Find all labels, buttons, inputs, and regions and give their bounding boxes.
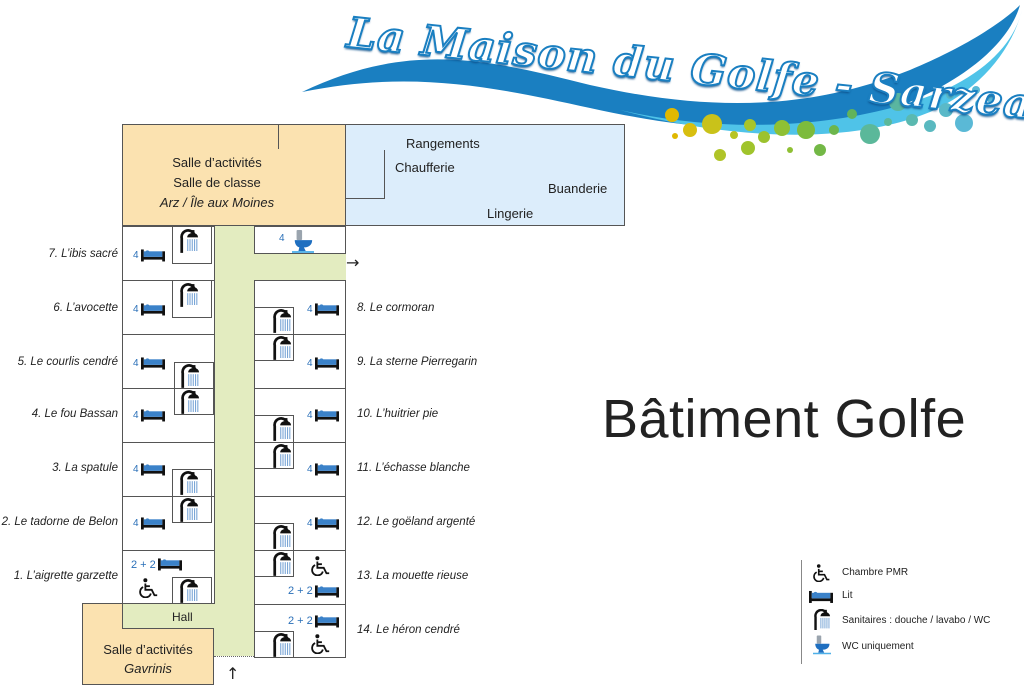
wheelchair-icon bbox=[813, 564, 831, 582]
shower-icon bbox=[813, 609, 831, 630]
bed-icon bbox=[141, 248, 165, 262]
bed-icon bbox=[141, 356, 165, 370]
activity-room-line1: Salle d’activités bbox=[172, 155, 262, 170]
room-14-name: 14. Le héron cendré bbox=[357, 624, 460, 636]
wall-segment bbox=[278, 124, 279, 149]
shower-icon bbox=[180, 364, 200, 388]
technical-area bbox=[345, 124, 625, 226]
logo-wave-graphic bbox=[302, 5, 1022, 161]
shower-icon bbox=[272, 525, 292, 549]
room-13-name: 13. La mouette rieuse bbox=[357, 570, 469, 582]
room-2-beds: 4 bbox=[133, 518, 139, 529]
shower-icon bbox=[272, 633, 292, 657]
legend-divider bbox=[801, 560, 802, 664]
wc-count: 4 bbox=[279, 233, 285, 244]
room-11-name: 11. L’échasse blanche bbox=[357, 462, 470, 474]
room-14-beds: 2 + 2 bbox=[288, 615, 313, 627]
activity-room-arz bbox=[122, 124, 346, 226]
room-4-beds: 4 bbox=[133, 410, 139, 421]
building-title: Bâtiment Golfe bbox=[602, 389, 967, 449]
shower-icon bbox=[272, 336, 292, 360]
bed-icon bbox=[141, 516, 165, 530]
bed-icon bbox=[158, 557, 182, 571]
shower-icon bbox=[272, 309, 292, 333]
label-buanderie: Buanderie bbox=[548, 181, 608, 196]
shower-icon bbox=[272, 552, 292, 576]
legend-label-wc: WC uniquement bbox=[842, 641, 914, 652]
room-7-name: 7. L’ibis sacré bbox=[48, 248, 118, 260]
activity-room-line3: Arz / Île aux Moines bbox=[159, 195, 275, 210]
legend-label-bed: Lit bbox=[842, 590, 853, 601]
room-4-name: 4. Le fou Bassan bbox=[31, 408, 118, 420]
bed-icon bbox=[141, 462, 165, 476]
wheelchair-icon bbox=[139, 578, 159, 598]
room-10-beds: 4 bbox=[307, 410, 313, 421]
wall-segment bbox=[345, 198, 385, 199]
bed-icon bbox=[315, 408, 339, 422]
room-3-name: 3. La spatule bbox=[52, 462, 118, 474]
room-1-name: 1. L’aigrette garzette bbox=[13, 570, 118, 582]
corridor-exit-branch bbox=[254, 253, 346, 280]
label-rangements: Rangements bbox=[406, 136, 480, 151]
shower-icon bbox=[179, 283, 199, 307]
shower-icon bbox=[179, 498, 199, 522]
wall-segment bbox=[384, 150, 385, 199]
room-12-beds: 4 bbox=[307, 518, 313, 529]
gavrinis-line2: Gavrinis bbox=[124, 661, 172, 676]
wheelchair-icon bbox=[311, 634, 331, 654]
room-13-beds: 2 + 2 bbox=[288, 585, 313, 597]
shower-icon bbox=[180, 390, 200, 414]
shower-icon bbox=[179, 471, 199, 495]
hall-overlay bbox=[122, 603, 214, 629]
room-7-beds: 4 bbox=[133, 250, 139, 261]
legend-label-sanitaires: Sanitaires : douche / lavabo / WC bbox=[842, 615, 991, 626]
toilet-icon bbox=[292, 229, 314, 253]
room-5-name: 5. Le courlis cendré bbox=[17, 356, 118, 368]
entrance-threshold bbox=[214, 656, 254, 657]
bed-icon bbox=[315, 584, 339, 598]
decorative-dots bbox=[665, 86, 999, 161]
corridor bbox=[214, 226, 254, 656]
room-11-beds: 4 bbox=[307, 464, 313, 475]
exit-arrow-right-icon: → bbox=[346, 253, 360, 272]
room-6-beds: 4 bbox=[133, 304, 139, 315]
room-9-name: 9. La sterne Pierregarin bbox=[357, 356, 478, 368]
room-8-beds: 4 bbox=[307, 304, 313, 315]
room-9-beds: 4 bbox=[307, 358, 313, 369]
room-5-beds: 4 bbox=[133, 358, 139, 369]
room-6-name: 6. L’avocette bbox=[53, 302, 118, 314]
shower-icon bbox=[272, 417, 292, 441]
room-1-beds: 2 + 2 bbox=[131, 559, 156, 571]
shower-icon bbox=[179, 579, 199, 603]
activity-room-line2: Salle de classe bbox=[173, 175, 261, 190]
bed-icon bbox=[315, 356, 339, 370]
room-3-beds: 4 bbox=[133, 464, 139, 475]
shower-icon bbox=[179, 229, 199, 253]
bed-icon bbox=[315, 302, 339, 316]
room-10-name: 10. L’huitrier pie bbox=[357, 408, 439, 420]
bed-icon bbox=[809, 590, 833, 603]
logo: La Maison du Golfe - Sarzeau bbox=[290, 0, 1024, 170]
shower-icon bbox=[272, 444, 292, 468]
bed-icon bbox=[141, 302, 165, 316]
legend: Chambre PMR Lit Sanitaires : douche / la… bbox=[801, 560, 1011, 664]
room-4-bathroom bbox=[174, 388, 214, 415]
bed-icon bbox=[141, 408, 165, 422]
room-8-name: 8. Le cormoran bbox=[357, 302, 435, 314]
toilet-icon bbox=[813, 634, 831, 655]
label-chaufferie: Chaufferie bbox=[395, 160, 455, 175]
room-2-name: 2. Le tadorne de Belon bbox=[1, 516, 118, 528]
bed-icon bbox=[315, 516, 339, 530]
room-12-name: 12. Le goëland argenté bbox=[357, 516, 476, 528]
bed-icon bbox=[315, 462, 339, 476]
wheelchair-icon bbox=[311, 556, 331, 576]
hall-label-text: Hall bbox=[172, 610, 193, 624]
label-lingerie: Lingerie bbox=[487, 206, 534, 221]
gavrinis-line1: Salle d’activités bbox=[103, 642, 193, 657]
entrance-arrow-up-icon: ↑ bbox=[226, 664, 240, 683]
bed-icon bbox=[315, 614, 339, 628]
legend-label-pmr: Chambre PMR bbox=[842, 567, 909, 578]
